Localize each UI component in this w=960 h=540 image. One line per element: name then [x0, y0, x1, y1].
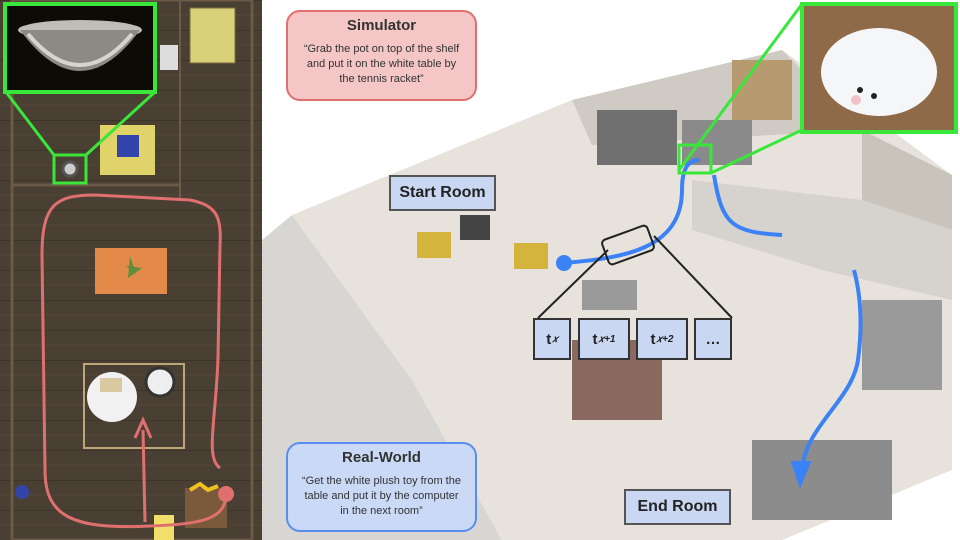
robot-yellow-1: [417, 232, 451, 258]
timestep-ellipsis-box: …: [694, 318, 732, 360]
simulator-title: Simulator: [346, 17, 417, 34]
timestep-subscript: 𝑥+2: [656, 333, 674, 345]
simulator-start-dot: [218, 486, 234, 502]
simulator-instruction: “Grab the pot on top of the shelf and pu…: [303, 43, 460, 85]
end-room-label: End Room: [624, 489, 731, 525]
white-table: [87, 372, 137, 422]
real-world-card: Real-World “Get the white plush toy from…: [286, 442, 477, 532]
timestep-subscript: 𝑥+1: [598, 333, 616, 345]
simulator-card: Simulator “Grab the pot on top of the sh…: [286, 10, 477, 101]
timestep-t-label: t: [592, 330, 598, 348]
real-world-path: [563, 158, 701, 265]
pot-highlight: [52, 153, 88, 185]
shelf: [189, 7, 236, 64]
timestep-t-label: t: [650, 330, 656, 348]
simulator-topdown-view: [0, 0, 262, 540]
plush-highlight: [677, 143, 713, 175]
real-world-start-dot: [556, 255, 572, 271]
robot-yellow-2: [514, 243, 548, 269]
start-room-label: Start Room: [389, 175, 496, 211]
timestep-subscript: 𝑥: [552, 333, 558, 345]
timestep-t-label: t: [546, 330, 552, 348]
real-world-title: Real-World: [342, 449, 421, 466]
real-world-instruction: “Get the white plush toy from the table …: [302, 475, 461, 517]
simulator-path: [40, 193, 228, 529]
